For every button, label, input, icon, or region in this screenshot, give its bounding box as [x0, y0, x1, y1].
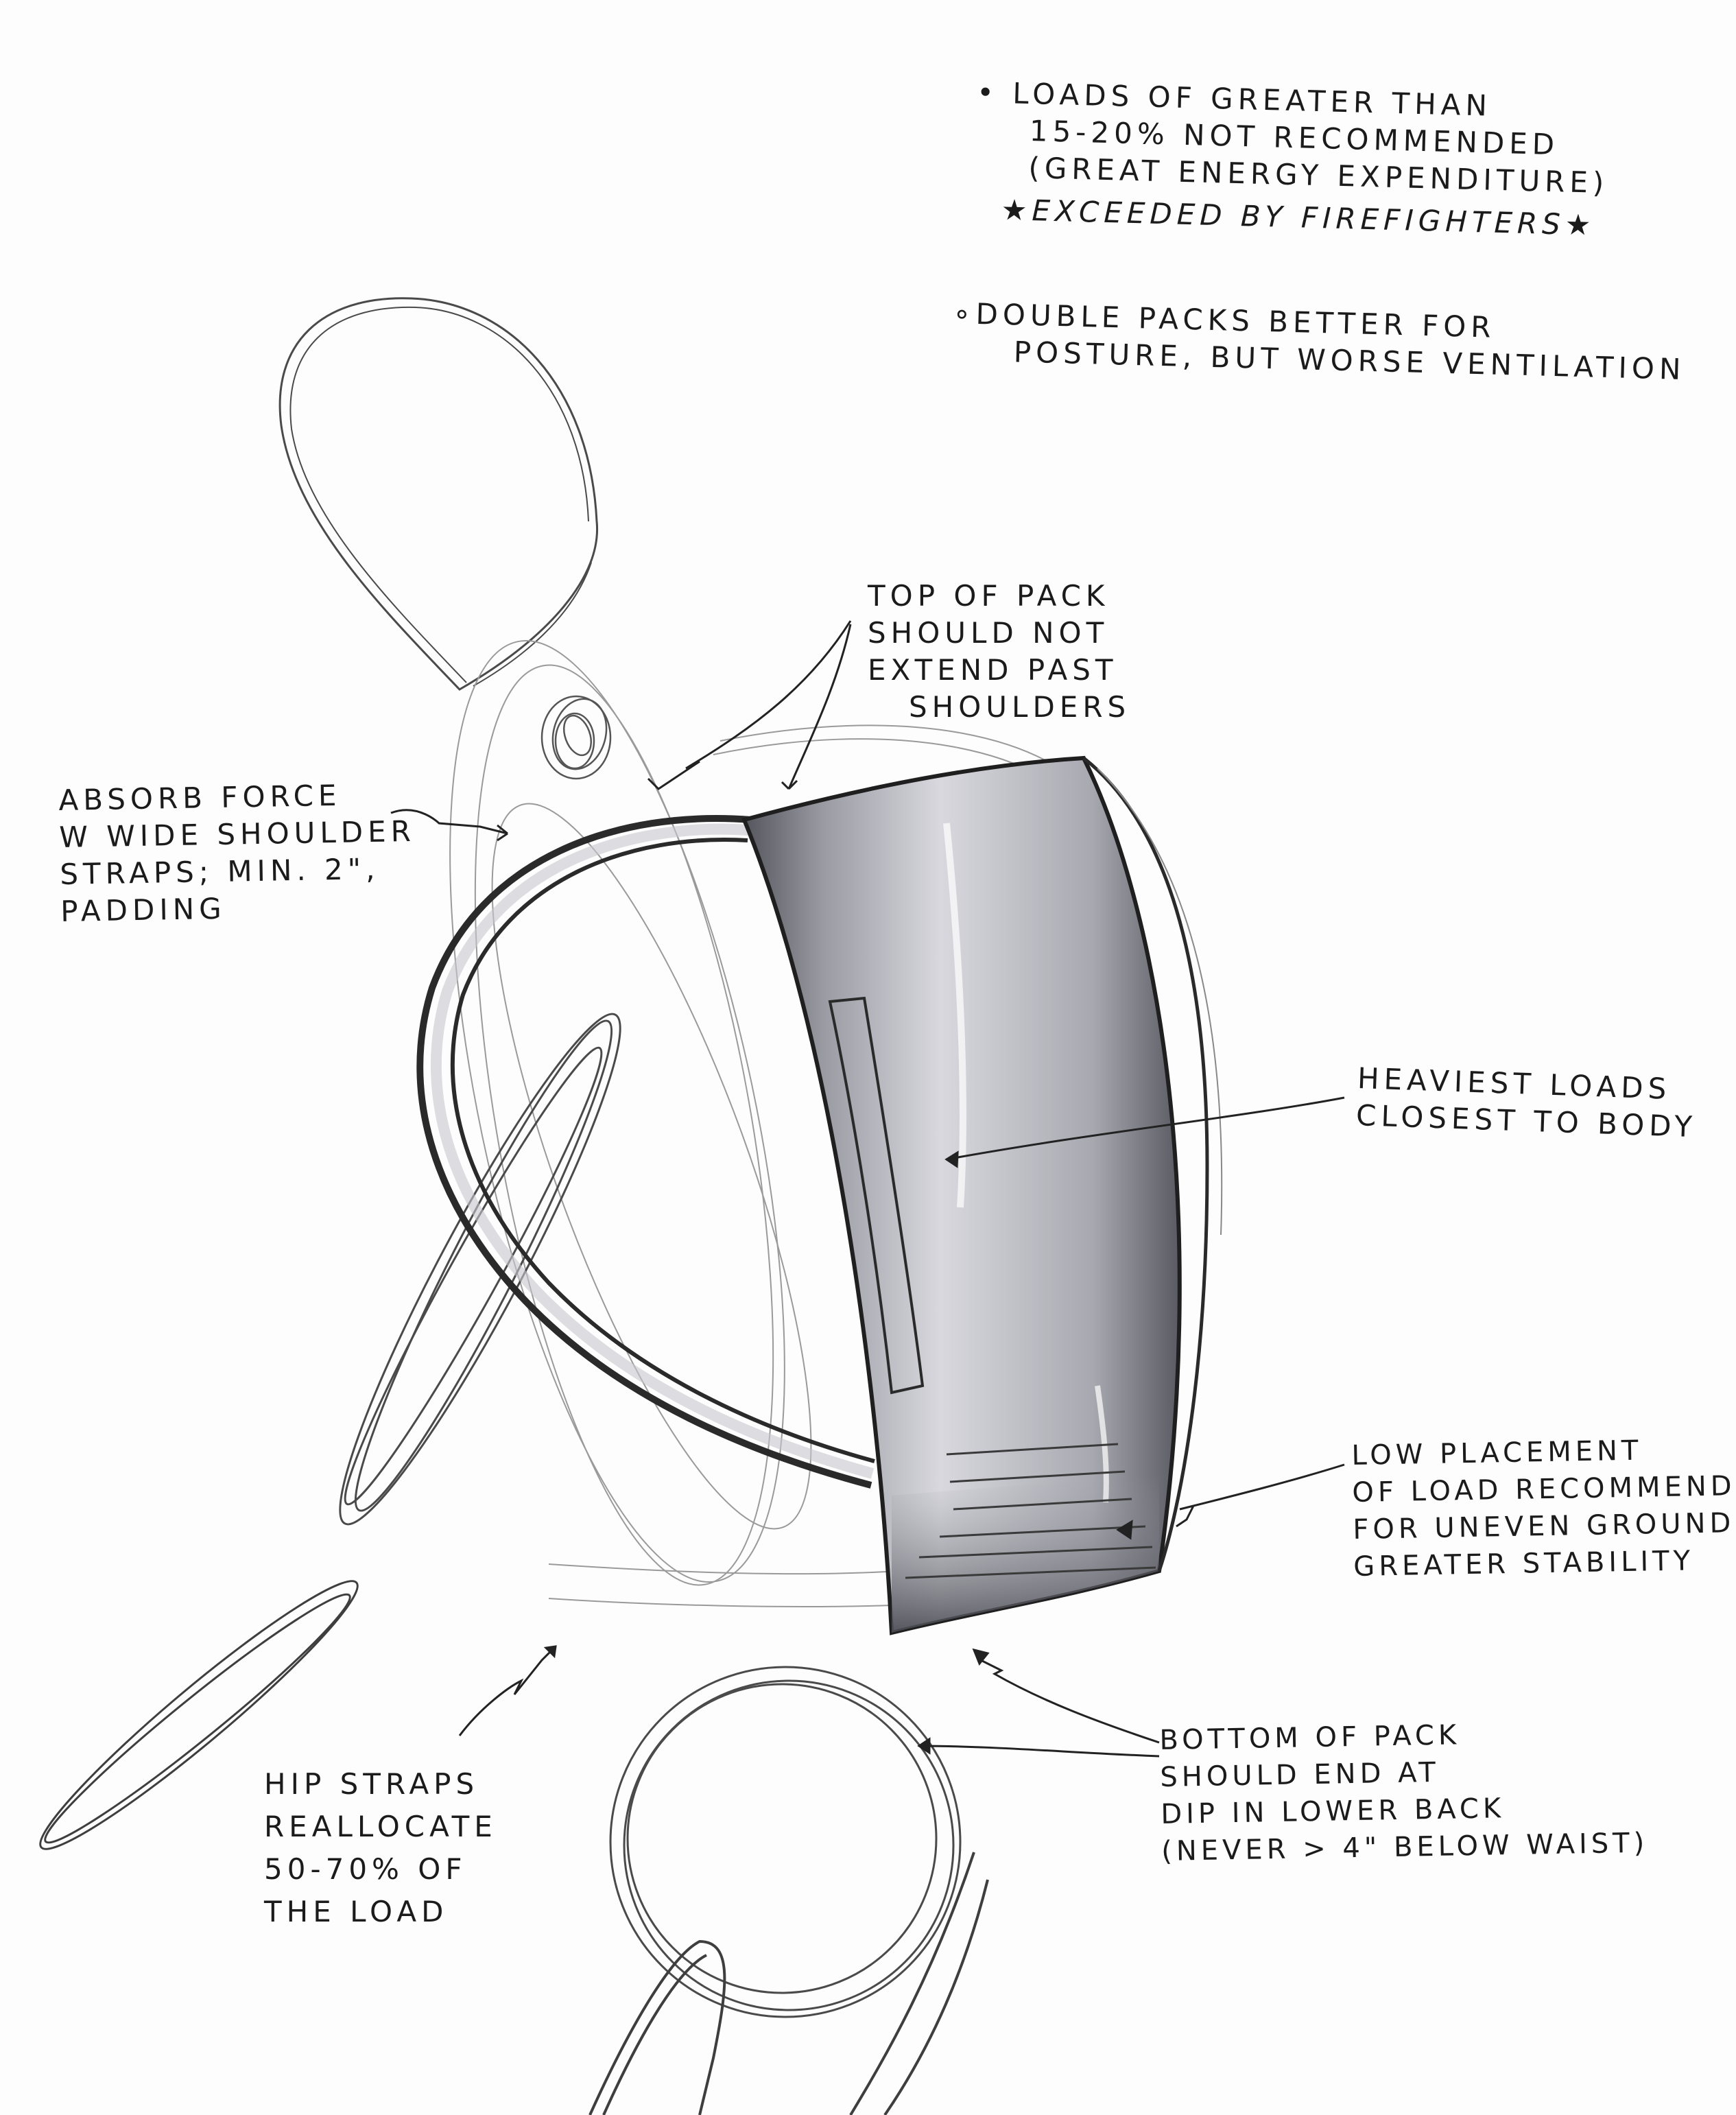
leg-outlines	[588, 1852, 989, 2115]
note-bottom-of-pack: BOTTOM OF PACK SHOULD END AT DIP IN LOWE…	[1159, 1714, 1649, 1870]
note-line: W WIDE SHOULDER	[58, 814, 416, 854]
backpack-body	[741, 755, 1223, 1635]
hip-outline	[609, 1666, 962, 2018]
note-low-placement: LOW PLACEMENT OF LOAD RECOMMENDED FOR UN…	[1351, 1430, 1736, 1585]
note-load-limit: • LOADS OF GREATER THAN 15-20% NOT RECOM…	[973, 74, 1611, 244]
note-line: STRAPS; MIN. 2",	[59, 851, 380, 891]
annotation-leaders	[390, 620, 1345, 1758]
note-line: LOW PLACEMENT	[1351, 1434, 1643, 1472]
note-line: OF LOAD RECOMMENDED	[1352, 1469, 1736, 1509]
note-absorb-force: ABSORB FORCE W WIDE SHOULDER STRAPS; MIN…	[58, 776, 417, 930]
note-line: EXTEND PAST	[868, 653, 1118, 687]
arm-outline	[339, 1013, 621, 1526]
note-line: THE LOAD	[264, 1895, 449, 1928]
note-line: FOR UNEVEN GROUND;	[1352, 1507, 1736, 1546]
note-line: REALLOCATE	[264, 1810, 497, 1843]
note-top-of-pack: TOP OF PACK SHOULD NOT EXTEND PAST SHOUL…	[868, 578, 1130, 726]
neck-scribble	[540, 695, 612, 780]
note-line: HIP STRAPS	[264, 1767, 479, 1801]
note-line: GREATER STABILITY	[1353, 1545, 1695, 1583]
note-line: SHOULD NOT	[868, 616, 1109, 650]
note-line: PADDING	[60, 891, 227, 928]
note-line: 50-70% OF	[264, 1852, 467, 1886]
note-heaviest-loads: HEAVIEST LOADS CLOSEST TO BODY	[1355, 1060, 1699, 1146]
note-line: TOP OF PACK	[868, 579, 1110, 613]
note-line: SHOULDERS	[909, 690, 1131, 724]
head-outline	[278, 297, 599, 691]
shoulder-strap	[416, 815, 875, 1489]
note-line: ABSORB FORCE	[58, 778, 342, 817]
note-hip-straps: HIP STRAPS REALLOCATE 50-70% OF THE LOAD	[264, 1763, 497, 1933]
forearm-outline	[39, 1580, 359, 1850]
